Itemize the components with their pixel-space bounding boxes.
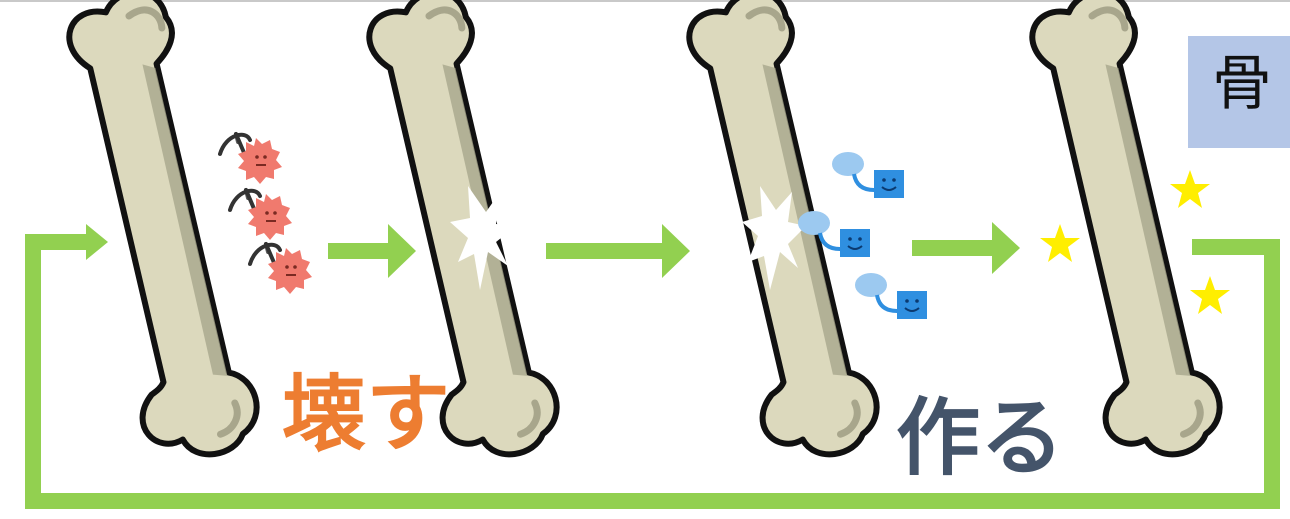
arrow-icon — [546, 224, 690, 278]
label-break: 壊す — [282, 372, 450, 456]
osteoclast-icon — [250, 244, 312, 294]
osteoclast-icon — [230, 190, 292, 240]
osteoblast-icon — [855, 273, 927, 319]
title-box: 骨 — [1188, 36, 1290, 148]
title-text: 骨 — [1212, 54, 1272, 114]
star-icon — [1190, 276, 1230, 314]
arrow-icon — [328, 224, 416, 278]
osteoclast-icon — [220, 134, 282, 184]
label-make: 作る — [896, 396, 1064, 480]
star-icon — [1040, 224, 1080, 262]
arrow-icon — [912, 222, 1020, 274]
osteoblast-icon — [832, 152, 904, 198]
star-icon — [1170, 170, 1210, 208]
